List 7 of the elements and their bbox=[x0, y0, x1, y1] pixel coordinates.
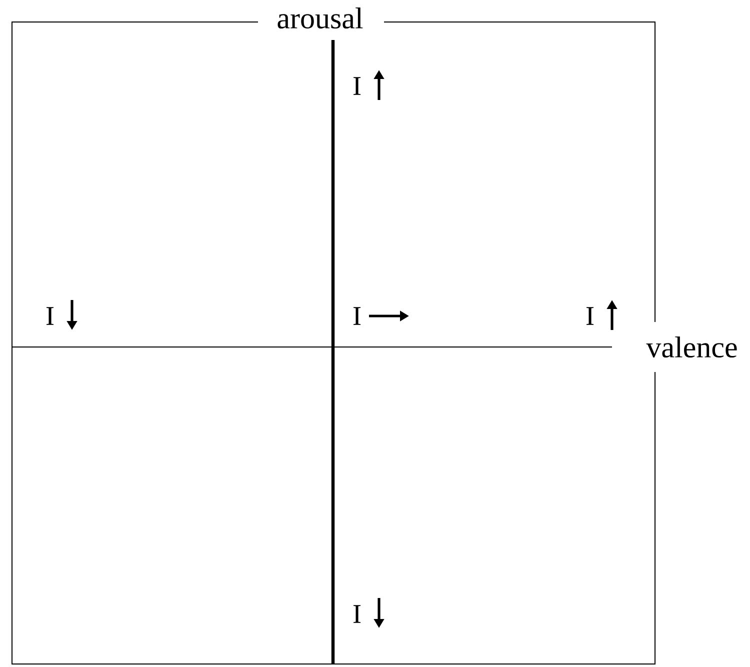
symbol-label: I bbox=[586, 307, 594, 325]
symbol-label: I bbox=[353, 605, 361, 623]
symbol-label: I bbox=[46, 307, 54, 325]
axis-label: valence bbox=[646, 336, 737, 358]
symbol-label: I bbox=[353, 307, 361, 325]
axis-label: arousal bbox=[278, 7, 363, 29]
symbol-label: I bbox=[353, 77, 361, 95]
